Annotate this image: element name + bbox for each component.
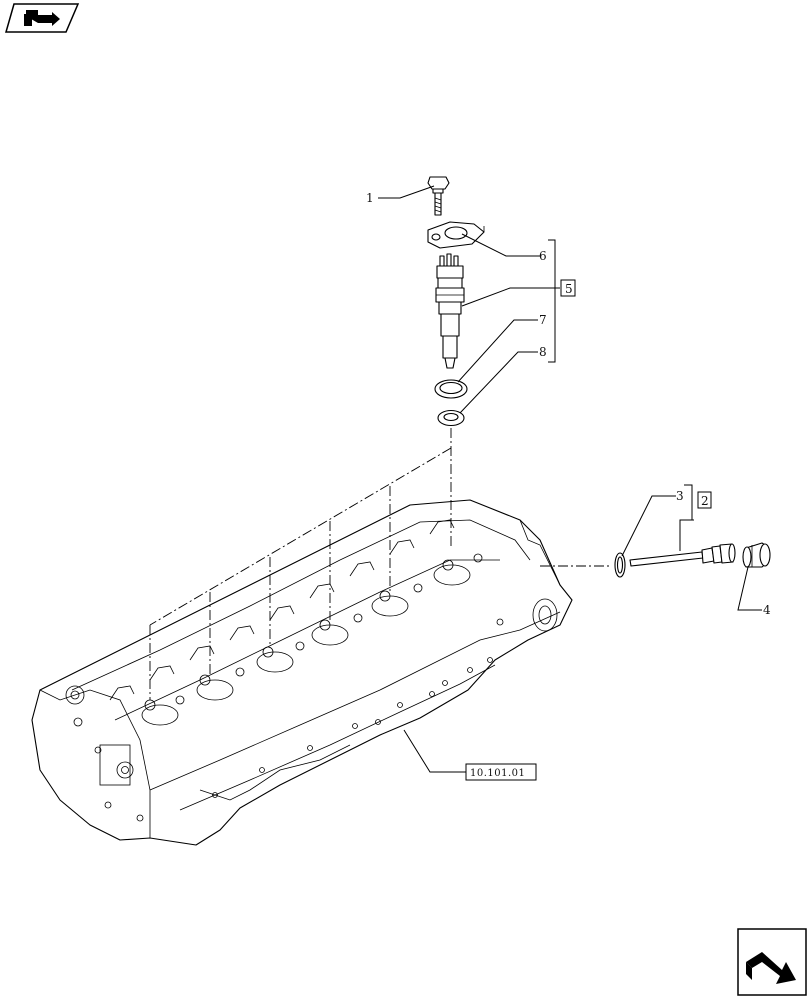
- callout-2-box: [697, 491, 712, 509]
- callout-4: 4: [763, 603, 771, 617]
- next-page-arrow-icon[interactable]: [737, 928, 807, 996]
- callout-7: 7: [539, 313, 547, 327]
- prev-page-arrow-icon[interactable]: [5, 3, 80, 33]
- group-brackets: [548, 239, 693, 521]
- washer-part: [437, 409, 465, 427]
- cylinder-head-part: [31, 499, 573, 846]
- sealing-ring-part: [434, 379, 468, 399]
- reference-label: 10.101.01: [470, 768, 525, 779]
- injector-part: [435, 253, 465, 369]
- callout-6: 6: [539, 249, 547, 263]
- leader-lines: [378, 185, 762, 773]
- connector-tube-part: [629, 543, 736, 567]
- callout-3: 3: [676, 489, 684, 503]
- callout-2: 2: [701, 494, 709, 508]
- callout-5: 5: [565, 282, 573, 296]
- reference-box: [465, 763, 537, 781]
- callout-8: 8: [539, 345, 547, 359]
- cap-nut-part: [742, 542, 771, 568]
- callout-1: 1: [366, 191, 374, 205]
- callout-labels: 1 6 5 7 8 3 2 4 10.101.01: [366, 191, 771, 781]
- alignment-lines: [149, 428, 612, 700]
- bolt-part: [427, 176, 450, 216]
- clamp-part: [427, 221, 485, 249]
- o-ring-part: [614, 552, 626, 578]
- callout-5-box: [560, 279, 576, 297]
